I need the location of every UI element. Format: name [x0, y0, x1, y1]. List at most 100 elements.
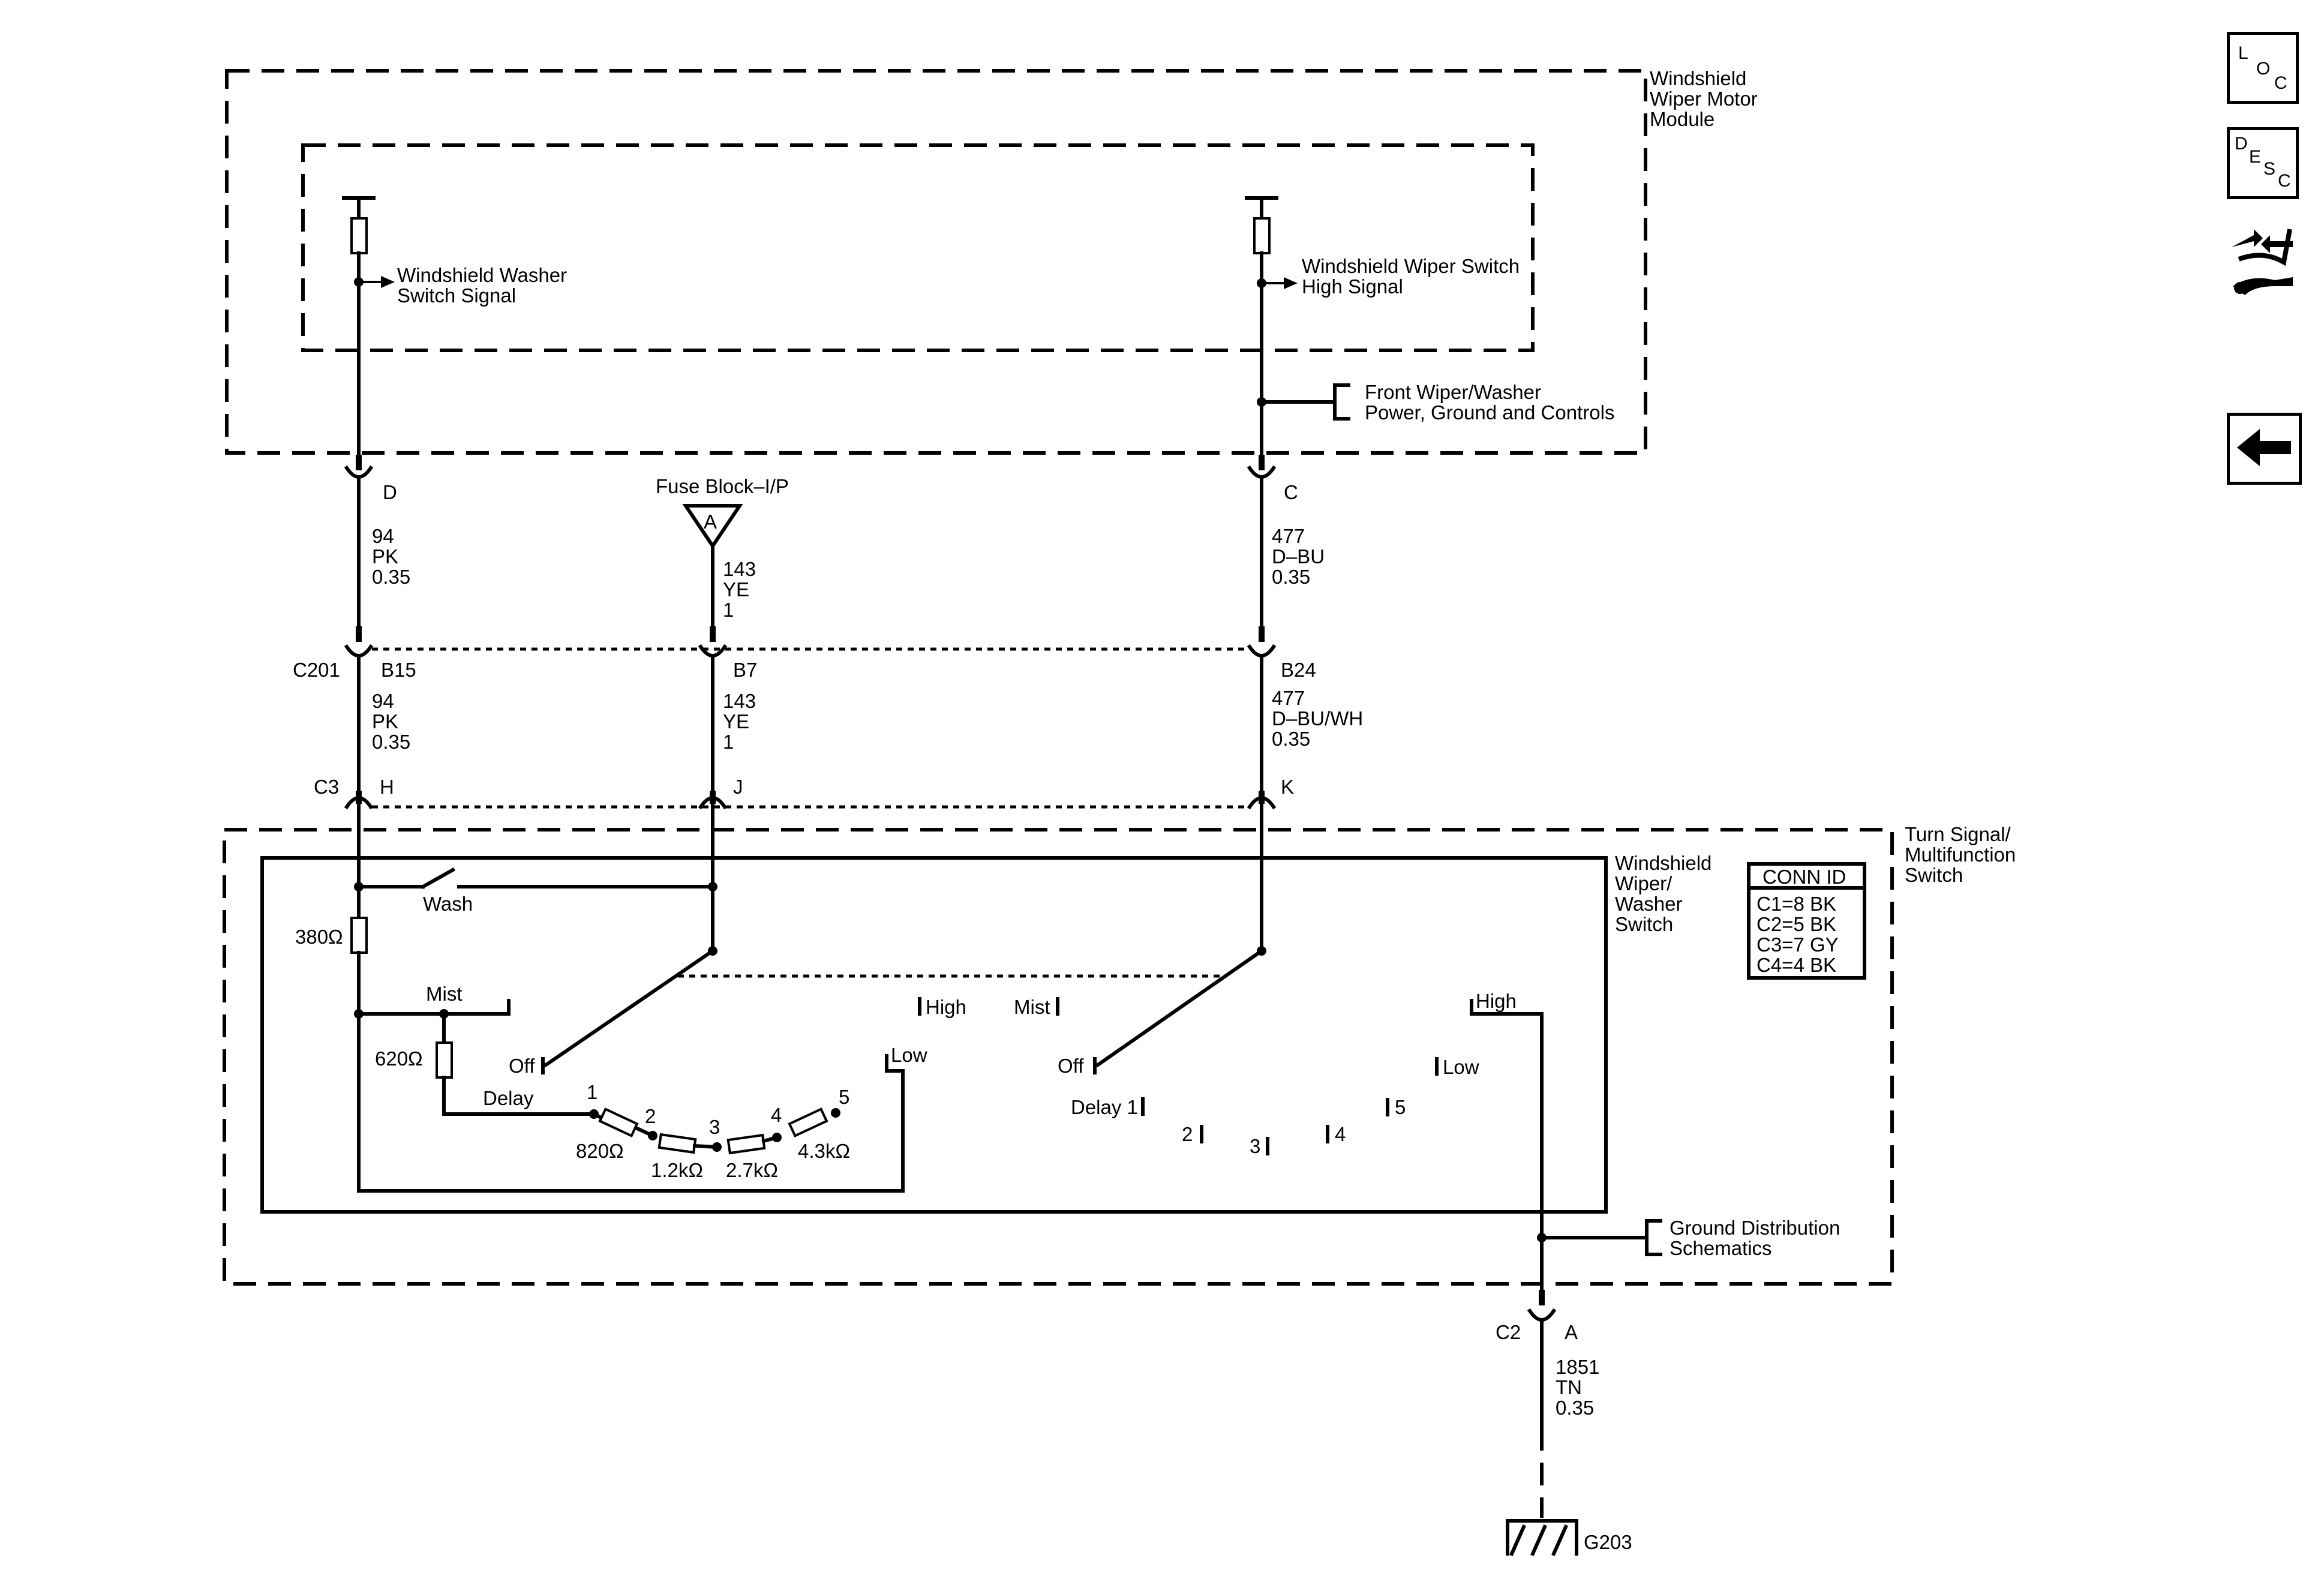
high-label: High [926, 996, 966, 1018]
wire-1851-label: 1851 TN 0.35 [1556, 1356, 1599, 1419]
ground-symbol [1506, 1519, 1578, 1556]
pos5-label: 5 [1395, 1096, 1406, 1118]
svg-text:1: 1 [723, 599, 734, 621]
svg-text:1851: 1851 [1556, 1356, 1599, 1378]
ground-circuit [1470, 999, 1662, 1292]
off2-label: Off [1058, 1055, 1084, 1077]
svg-text:Module: Module [1650, 108, 1715, 130]
delay-label: Delay [483, 1087, 534, 1109]
front-wiper-ref-label: Front Wiper/Washer Power, Ground and Con… [1365, 381, 1614, 424]
desc-letter-e: E [2249, 147, 2262, 167]
svg-text:2: 2 [645, 1105, 656, 1127]
svg-text:1: 1 [723, 731, 734, 753]
fuse-block-label: Fuse Block–I/P [656, 475, 789, 497]
back-arrow-icon[interactable] [2227, 413, 2302, 485]
wire-143-mid-label: 143 YE 1 [723, 690, 756, 753]
pos3-label: 3 [1250, 1135, 1260, 1157]
r1-2k-label: 1.2kΩ [651, 1159, 703, 1181]
svg-text:1: 1 [587, 1081, 597, 1103]
connector-h-label: H [380, 776, 394, 798]
svg-text:YE: YE [723, 578, 749, 601]
svg-text:YE: YE [723, 710, 749, 733]
svg-text:143: 143 [723, 558, 756, 580]
svg-text:Wiper/: Wiper/ [1615, 872, 1673, 894]
connector-b24 [1247, 644, 1277, 658]
turn-signal-switch-label: Turn Signal/ Multifunction Switch [1905, 823, 2016, 886]
svg-text:TN: TN [1556, 1376, 1582, 1398]
svg-text:94: 94 [372, 690, 394, 712]
svg-text:94: 94 [372, 525, 394, 547]
middle-switch-blade [541, 802, 717, 1074]
pos2-label: 2 [1182, 1123, 1193, 1145]
svg-text:Ground Distribution: Ground Distribution [1670, 1217, 1840, 1239]
ground-g203-label: G203 [1584, 1531, 1632, 1553]
wiper-motor-module-boundary [225, 69, 1647, 455]
off-label: Off [509, 1055, 535, 1077]
loc-letter-l: L [2238, 43, 2248, 63]
ladder-tap-labels: 1 2 3 4 5 [587, 1081, 849, 1138]
svg-text:0.35: 0.35 [1556, 1397, 1594, 1419]
connector-c201-label: C201 [293, 659, 340, 681]
connector-k [1247, 796, 1277, 810]
r4-3k-label: 4.3kΩ [798, 1140, 850, 1162]
r620-label: 620Ω [375, 1047, 423, 1070]
mist-label: Mist [426, 983, 463, 1005]
loc-letter-o: O [2256, 59, 2271, 79]
svg-text:C1=8 BK: C1=8 BK [1756, 893, 1836, 915]
r820-label: 820Ω [576, 1140, 624, 1162]
connector-j-label: J [733, 776, 743, 798]
connector-j [698, 796, 728, 810]
svg-text:5: 5 [839, 1086, 849, 1108]
connector-c [1247, 465, 1277, 479]
wire-94-mid-label: 94 PK 0.35 [372, 690, 410, 753]
svg-text:477: 477 [1272, 687, 1305, 709]
connector-d [344, 465, 374, 479]
svg-text:0.35: 0.35 [1272, 566, 1310, 588]
connector-c2-a [1527, 1308, 1557, 1322]
svg-text:0.35: 0.35 [1272, 728, 1310, 750]
svg-text:PK: PK [372, 710, 398, 733]
loc-icon[interactable]: L O C [2227, 32, 2299, 104]
ground-ref-label: Ground Distribution Schematics [1670, 1217, 1840, 1259]
connector-b15-label: B15 [381, 659, 416, 681]
mist2-label: Mist [1014, 996, 1050, 1018]
arrow-left-icon [2237, 429, 2291, 466]
svg-text:Windshield Wiper Switch: Windshield Wiper Switch [1302, 255, 1520, 277]
wire-477-top-label: 477 D–BU 0.35 [1272, 525, 1325, 588]
connector-h [344, 796, 374, 810]
svg-text:477: 477 [1272, 525, 1305, 547]
svg-text:Switch Signal: Switch Signal [397, 284, 516, 307]
svg-text:Multifunction: Multifunction [1905, 843, 2016, 866]
desc-letter-d: D [2235, 134, 2248, 154]
svg-text:Windshield: Windshield [1650, 67, 1746, 89]
svg-text:C4=4 BK: C4=4 BK [1756, 954, 1836, 976]
svg-text:C2=5 BK: C2=5 BK [1756, 913, 1836, 935]
connector-d-label: D [383, 481, 397, 503]
connector-k-label: K [1281, 776, 1294, 798]
svg-text:Switch: Switch [1615, 913, 1673, 935]
delay-resistor-ladder [589, 1107, 840, 1155]
connector-tools-icon[interactable] [2227, 217, 2299, 301]
svg-text:0.35: 0.35 [372, 566, 410, 588]
svg-text:Washer: Washer [1615, 893, 1682, 915]
connector-b15 [344, 644, 374, 658]
high-signal-label: Windshield Wiper Switch High Signal [1302, 255, 1520, 298]
desc-letter-s: S [2263, 159, 2276, 179]
svg-text:PK: PK [372, 545, 398, 568]
wire-143-top-label: 143 YE 1 [723, 558, 756, 621]
connector-c-label: C [1284, 481, 1298, 503]
svg-text:0.35: 0.35 [372, 731, 410, 753]
delay1-label: Delay 1 [1071, 1096, 1138, 1118]
svg-text:C3=7 GY: C3=7 GY [1756, 933, 1839, 956]
low2-label: Low [1443, 1056, 1479, 1078]
right-switch-blade [1093, 802, 1266, 1074]
left-switch-network [350, 802, 905, 1193]
loc-letter-c: C [2274, 73, 2287, 93]
desc-icon[interactable]: D E S C [2227, 127, 2299, 199]
turn-signal-switch-boundary [223, 828, 1894, 1286]
svg-text:CONN ID: CONN ID [1762, 866, 1846, 888]
svg-text:Turn Signal/: Turn Signal/ [1905, 823, 2011, 845]
wiper-washer-switch-label: Windshield Wiper/ Washer Switch [1615, 852, 1712, 935]
high-signal-circuit [1245, 196, 1350, 458]
